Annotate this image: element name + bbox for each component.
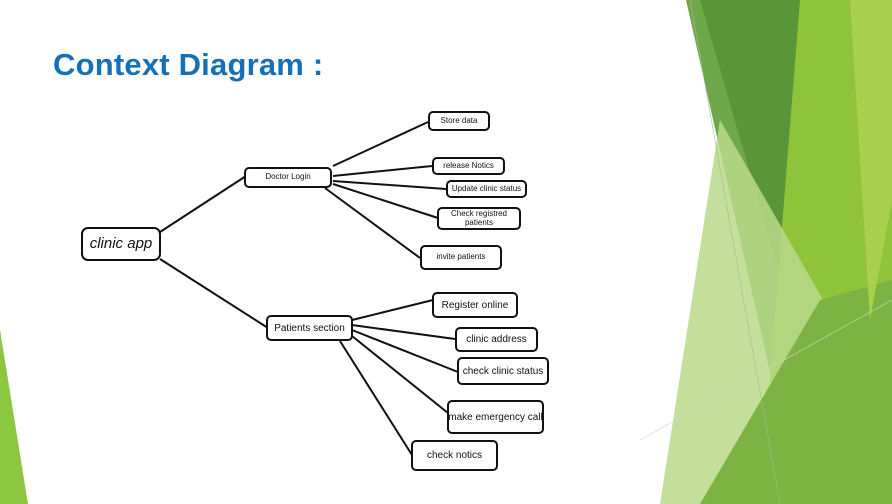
child-node-invite-patients: invite patients [420,245,502,270]
connector-root-patients [159,258,269,329]
connector-doctor-store [332,121,429,167]
child-node-check-registred-patients: Check registred patients [437,207,521,230]
child-node-make-emergency-call: make emergency call [447,400,544,434]
connector-patients-status [351,329,459,373]
branch-node-doctor-login: Doctor Login [244,167,332,188]
child-node-check-notics: check notics [411,440,498,471]
child-node-release-notics: release Notics [432,157,505,175]
connector-doctor-registred [332,183,439,219]
child-node-store-data: Store data [428,111,490,131]
branch-node-patients-section: Patients section [266,315,353,341]
connector-patients-notics [339,340,413,456]
connector-patients-emergency [351,335,449,414]
slide-title: Context Diagram : [53,47,324,82]
child-node-register-online: Register online [432,292,518,318]
connector-patients-address [351,324,456,340]
connector-doctor-status [332,180,447,190]
root-node: clinic app [81,227,161,261]
connector-doctor-notics [332,165,433,177]
connector-patients-register [351,299,434,321]
connector-doctor-invite [324,187,421,259]
connector-root-doctor [159,175,247,233]
child-node-update-clinic-status: Update clinic status [446,180,527,198]
child-node-check-clinic-status: check clinic status [457,357,549,385]
child-node-clinic-address: clinic address [455,327,538,352]
